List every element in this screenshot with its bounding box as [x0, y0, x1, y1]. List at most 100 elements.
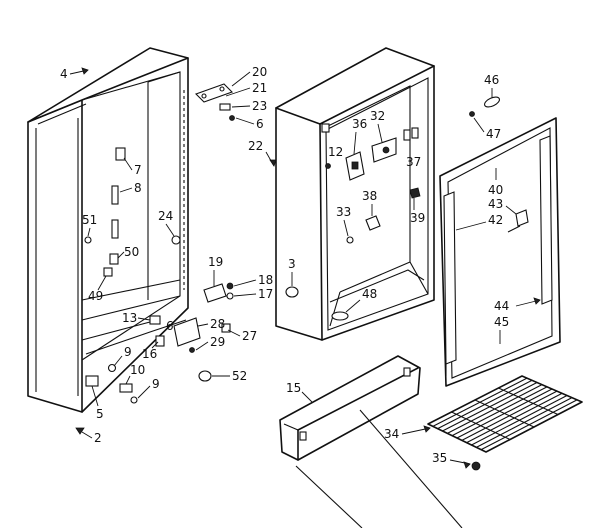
- part-16-spacer: [155, 335, 165, 347]
- part-15-clip: [299, 431, 307, 441]
- callout-19: 19: [208, 255, 223, 269]
- part-37-switch: [403, 129, 411, 141]
- part-42-strip: [443, 191, 457, 365]
- shelf-leader-b: [359, 409, 463, 528]
- callout-5: 5: [96, 407, 104, 421]
- callout-13: 13: [122, 311, 137, 325]
- callout-47: 47: [486, 127, 501, 141]
- part-3-plug: [285, 286, 299, 298]
- callout-6-mid: 6: [166, 319, 174, 333]
- leader-arrowheads: [81, 67, 541, 469]
- part-39-screw: [409, 187, 421, 199]
- cabinet-outer-shell: [27, 47, 189, 413]
- cabinet-interior-parts: [75, 147, 234, 435]
- part-13-block: [149, 315, 161, 325]
- callout-44: 44: [494, 299, 509, 313]
- callout-37: 37: [406, 155, 421, 169]
- callout-52: 52: [232, 369, 247, 383]
- part-38-bracket: [365, 215, 381, 231]
- callout-29: 29: [210, 335, 225, 349]
- part-17-washer: [226, 292, 234, 300]
- callout-9-b: 9: [152, 377, 160, 391]
- callout-8: 8: [134, 181, 142, 195]
- part-12-clip: [321, 123, 330, 133]
- callout-43: 43: [488, 197, 503, 211]
- callout-20: 20: [252, 65, 267, 79]
- part-52-ring: [198, 370, 212, 382]
- part-35-clip: [471, 461, 481, 471]
- part-9b-nut: [130, 396, 138, 404]
- liner-box: [275, 47, 435, 341]
- callout-3: 3: [288, 257, 296, 271]
- callout-50: 50: [124, 245, 139, 259]
- callout-22: 22: [248, 139, 263, 153]
- callout-17: 17: [258, 287, 273, 301]
- door-gasket-frame: [439, 117, 561, 387]
- liner-interior-parts: [285, 123, 421, 321]
- callout-labels: 4 20 21 23 6 7 8 51 24 50 49 19 18 17 13…: [60, 65, 541, 465]
- callout-28: 28: [210, 317, 225, 331]
- part-7-clip: [115, 147, 126, 161]
- callout-4: 4: [60, 67, 68, 81]
- callout-46: 46: [484, 73, 499, 87]
- part-32-dial: [382, 146, 390, 154]
- part-49-screw: [103, 267, 113, 277]
- part-18-nut: [226, 282, 234, 290]
- part-24-grommet: [171, 235, 181, 245]
- callout-39: 39: [410, 211, 425, 225]
- part-47-screw: [469, 111, 475, 117]
- door-shelf: [279, 355, 421, 461]
- callout-36: 36: [352, 117, 367, 131]
- part-8-light-socket-b: [111, 219, 119, 239]
- callout-35: 35: [432, 451, 447, 465]
- callout-9-a: 9: [124, 345, 132, 359]
- wire-shelf: [427, 375, 583, 453]
- wire-shelf-crossbar: [451, 411, 511, 440]
- callout-42: 42: [488, 213, 503, 227]
- part-50-bracket: [109, 253, 119, 265]
- callout-51: 51: [82, 213, 97, 227]
- callout-38: 38: [362, 189, 377, 203]
- part-36-knob: [351, 161, 359, 170]
- callout-27: 27: [242, 329, 257, 343]
- shelf-leader-a: [295, 465, 363, 528]
- part-28-bracket: [173, 317, 201, 347]
- part-37-switch-b: [411, 127, 419, 139]
- callout-45: 45: [494, 315, 509, 329]
- callout-32: 32: [370, 109, 385, 123]
- part-19-hinge: [203, 283, 227, 303]
- wire-shelf-crossbar: [474, 399, 535, 428]
- part-33-screw: [346, 236, 354, 244]
- part-29-screw: [189, 347, 195, 353]
- callout-23: 23: [252, 99, 267, 113]
- callout-21: 21: [252, 81, 267, 95]
- callout-16: 16: [142, 347, 157, 361]
- part-10-leg: [119, 383, 133, 393]
- hinge-assembly-top: [194, 83, 235, 121]
- callout-18: 18: [258, 273, 273, 287]
- callout-15: 15: [286, 381, 301, 395]
- callout-48: 48: [362, 287, 377, 301]
- part-5-leveler: [85, 375, 99, 387]
- wire-shelf-crossbar: [498, 387, 559, 416]
- callout-6-top: 6: [256, 117, 264, 131]
- part-44-strip: [539, 135, 553, 305]
- callout-2: 2: [94, 431, 102, 445]
- part-43-latch: [515, 209, 529, 227]
- part-8-light-socket: [111, 185, 119, 205]
- callout-33: 33: [336, 205, 351, 219]
- part-15-clip-b: [403, 367, 411, 377]
- part-46-bushing: [484, 96, 500, 108]
- callout-10: 10: [130, 363, 145, 377]
- part-12-screw: [325, 163, 331, 169]
- top-right-parts: [469, 96, 500, 117]
- part-51-screw: [84, 236, 92, 244]
- part-48-drain: [331, 311, 349, 321]
- callout-34: 34: [384, 427, 399, 441]
- part-9-nut: [107, 363, 117, 373]
- callout-12: 12: [328, 145, 343, 159]
- callout-7: 7: [134, 163, 142, 177]
- callout-24: 24: [158, 209, 173, 223]
- part-27-screw: [221, 323, 231, 333]
